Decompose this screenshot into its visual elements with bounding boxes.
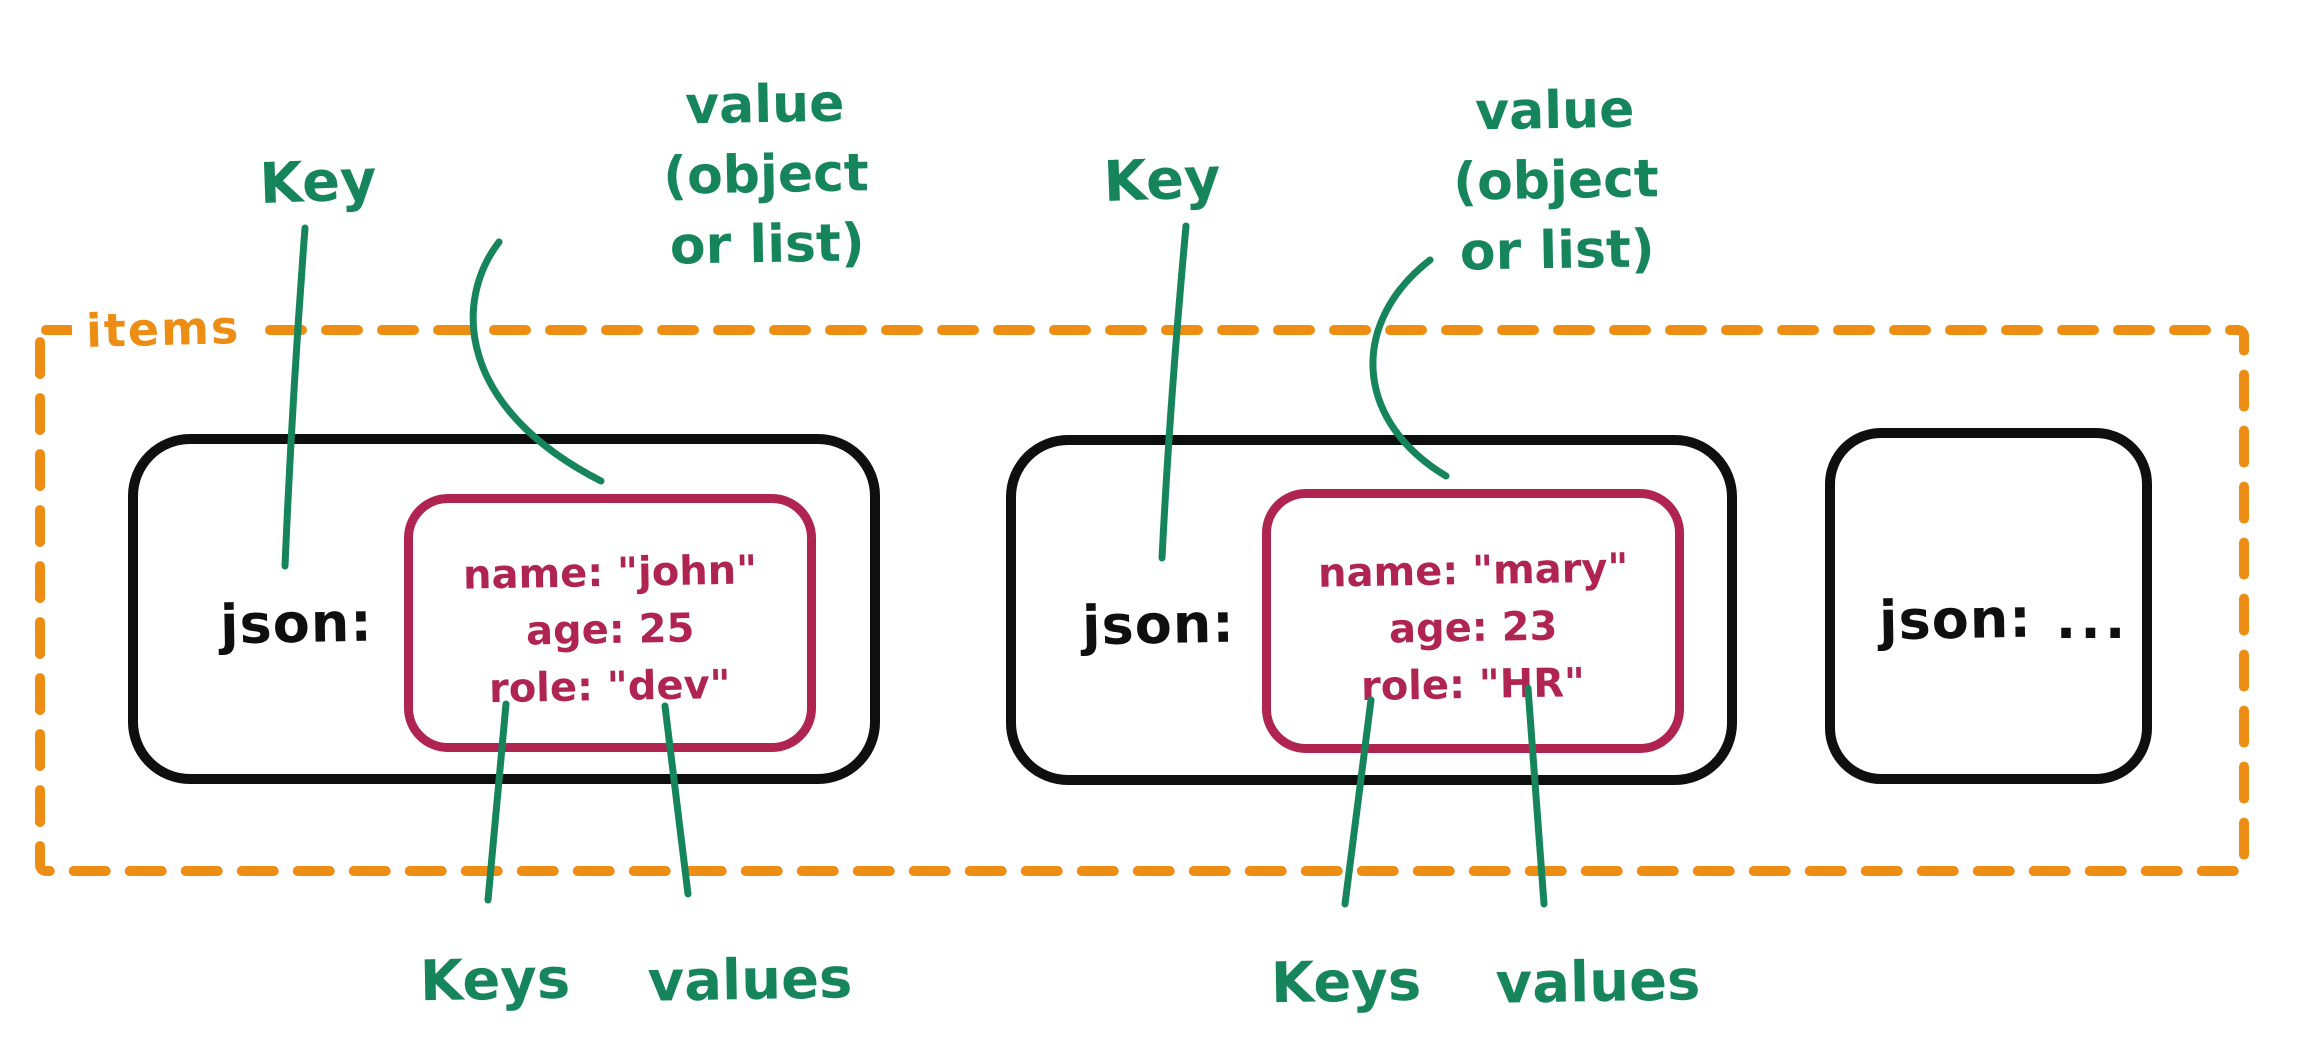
record-card-1: json: name: "john" age: 25 role: "dev" xyxy=(128,434,880,784)
object-field-role: role: "dev" xyxy=(488,661,732,712)
key-annotation-2: Key xyxy=(1102,145,1222,216)
value-annotation-line: value xyxy=(684,73,845,137)
object-field-role: role: "HR" xyxy=(1360,659,1586,710)
object-field-age: age: 23 xyxy=(1388,603,1558,652)
value-annotation-1: value (object or list) xyxy=(596,67,936,283)
keys-annotation-1: Keys xyxy=(419,946,571,1015)
json-key-label-2: json: xyxy=(1081,591,1236,658)
record-card-2: json: name: "mary" age: 23 role: "HR" xyxy=(1006,435,1737,785)
value-annotation-line: (object xyxy=(662,143,870,207)
json-key-label-3: json: xyxy=(1878,586,2033,653)
json-ellipsis-row: json: ... xyxy=(1878,586,2130,653)
ellipsis-text: ... xyxy=(2055,588,2130,651)
values-annotation-2: values xyxy=(1495,948,1701,1017)
object-field-name: name: "john" xyxy=(462,546,758,599)
values-annotation-1: values xyxy=(647,946,853,1015)
value-annotation-line: or list) xyxy=(669,213,866,277)
json-key-label-1: json: xyxy=(219,590,374,657)
record-card-3: json: ... xyxy=(1825,428,2152,784)
value-annotation-line: value xyxy=(1474,79,1635,143)
object-value-box-1: name: "john" age: 25 role: "dev" xyxy=(404,494,816,752)
key-annotation-1: Key xyxy=(258,147,378,218)
object-value-box-2: name: "mary" age: 23 role: "HR" xyxy=(1262,489,1684,753)
object-field-name: name: "mary" xyxy=(1317,544,1629,597)
object-field-age: age: 25 xyxy=(525,605,695,654)
value-annotation-line: or list) xyxy=(1459,219,1656,283)
keys-annotation-2: Keys xyxy=(1270,948,1422,1017)
items-group-label: items xyxy=(71,297,256,361)
value-annotation-2: value (object or list) xyxy=(1386,73,1726,289)
value-annotation-line: (object xyxy=(1452,149,1660,213)
